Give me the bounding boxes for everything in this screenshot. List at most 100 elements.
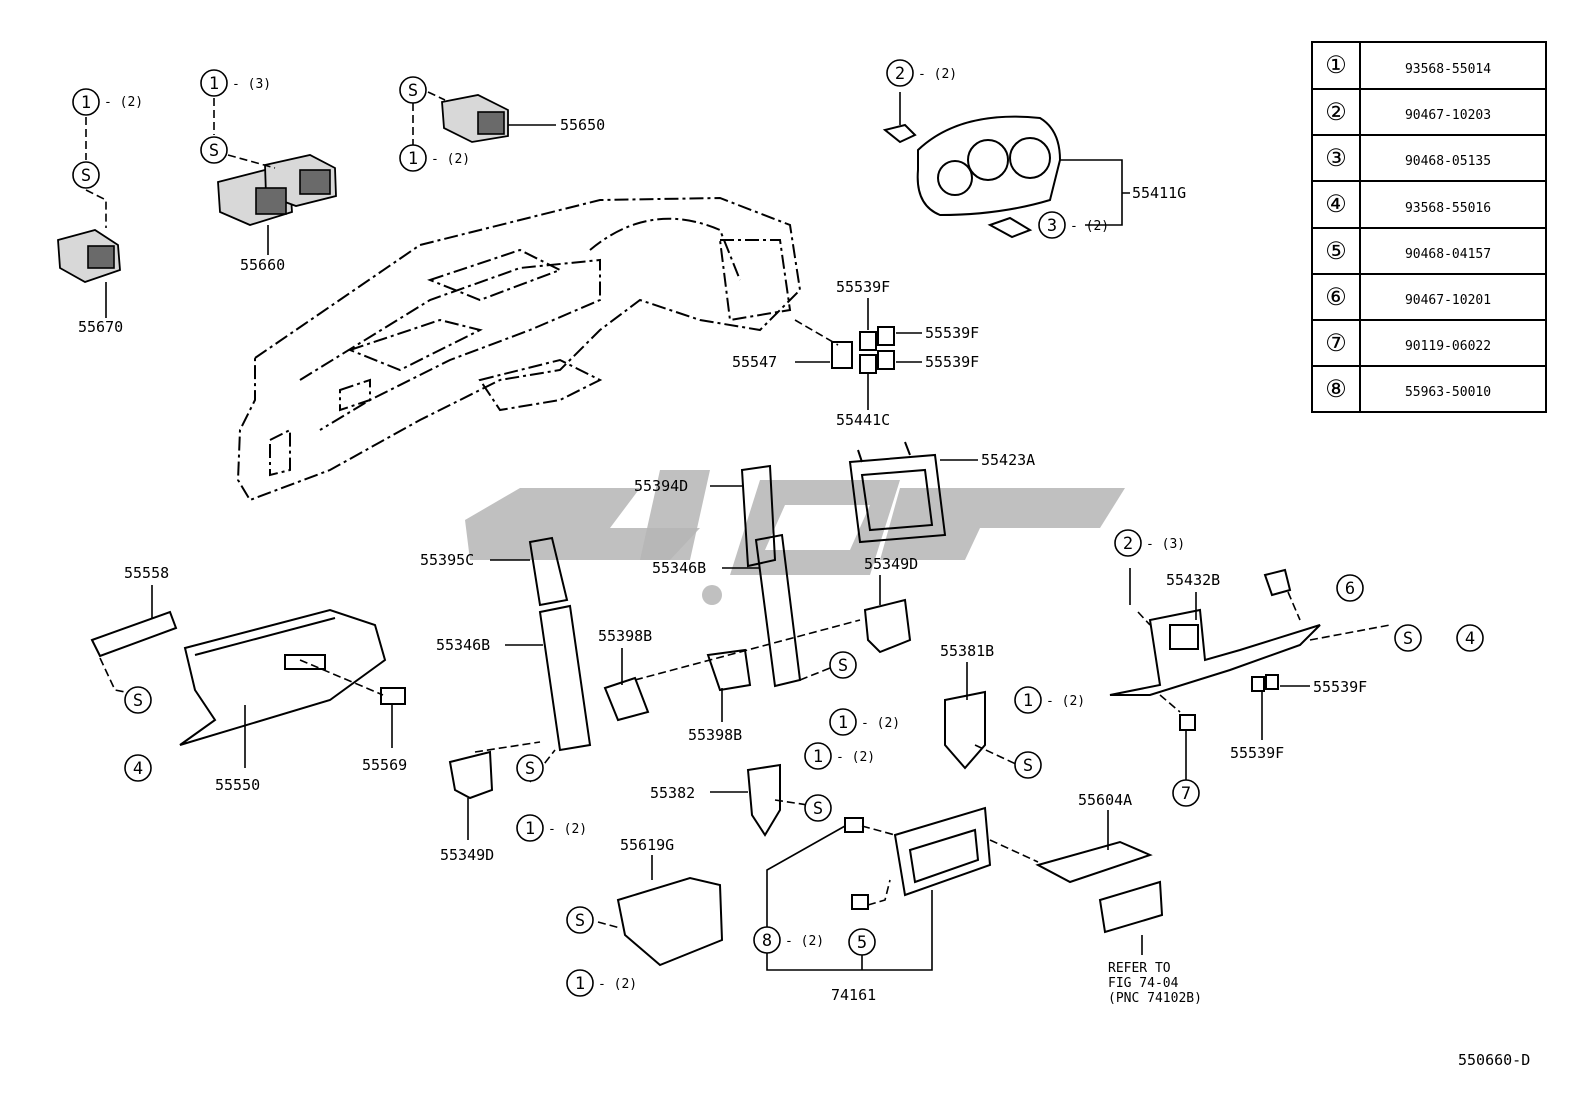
ref-2-marker: 2 [1114,529,1142,557]
part-label: 55569 [362,756,407,774]
circle-symbols: S 1 1 S S 1 2 3 S 4 S 1 S 1 1 S 1 S 2 6 … [72,59,1484,997]
table-part-no: 55963-50010 [1405,385,1491,400]
table-ref: ⑥ [1325,283,1347,311]
figure-code: 550660-D [1458,1051,1530,1069]
table-ref: ⑦ [1325,329,1347,357]
table-part-no: 93568-55014 [1405,62,1491,77]
lower-panel-55432B [1109,568,1321,731]
part-label: 55539F [1313,678,1367,696]
part-label: 55381B [940,642,994,660]
part-label: 55604A [1078,791,1132,809]
svg-text:S: S [1023,756,1033,776]
svg-text:1: 1 [813,747,823,767]
part-label: 55650 [560,116,605,134]
part-label: 55660 [240,256,285,274]
part-label: 55346B [652,559,706,577]
part-labels: 55670 55660 55650 55411G 55539F 55539F 5… [78,116,1367,1004]
ref-6-marker: 6 [1336,574,1364,602]
ref-1-marker: 1 [72,88,100,116]
console-box-55619G [616,876,724,967]
glove-box-55550 [90,608,406,746]
svg-text:- (2): - (2) [548,822,587,837]
table-ref: ② [1325,98,1347,126]
ref-2-marker: 2 [886,59,914,87]
s-marker: S [124,686,152,714]
svg-text:(PNC 74102B): (PNC 74102B) [1108,991,1202,1006]
svg-text:S: S [408,81,418,101]
center-bezel-55423A [848,441,947,544]
svg-text:- (2): - (2) [1070,219,1109,234]
s-marker: S [1394,624,1422,652]
part-label: 55382 [650,784,695,802]
part-label: 55395C [420,551,474,569]
part-label: 55539F [925,324,979,342]
s-marker: S [72,161,100,189]
ref-1-marker: 1 [200,69,228,97]
part-label: 55547 [732,353,777,371]
ref-1-marker: 1 [516,814,544,842]
part-label: 55539F [1230,744,1284,762]
quantity-labels: - (2) - (3) - (2) - (2) - (2) - (2) - (2… [104,67,1185,992]
part-label: 55550 [215,776,260,794]
ref-1-marker: 1 [566,969,594,997]
table-part-no: 90468-04157 [1405,247,1491,262]
svg-text:- (2): - (2) [104,95,143,110]
part-label: 55539F [925,353,979,371]
svg-text:- (3): - (3) [1146,537,1185,552]
table-part-no: 90467-10201 [1405,293,1491,308]
svg-text:- (3): - (3) [232,77,271,92]
svg-text:4: 4 [1465,629,1475,649]
vent-55660 [217,154,337,226]
part-label: 55558 [124,564,169,582]
table-part-no: 90467-10203 [1405,108,1491,123]
svg-text:7: 7 [1181,784,1191,804]
part-label: 55349D [864,555,918,573]
ref-1-marker: 1 [829,708,857,736]
svg-text:1: 1 [408,149,418,169]
part-label: 55432B [1166,571,1220,589]
svg-text:S: S [813,799,823,819]
svg-text:- (2): - (2) [785,934,824,949]
svg-text:S: S [838,656,848,676]
table-part-no: 90468-05135 [1405,154,1491,169]
svg-text:3: 3 [1047,216,1057,236]
ref-8-marker: 8 [753,926,781,954]
svg-text:2: 2 [895,64,905,84]
svg-text:8: 8 [762,931,772,951]
ref-1-marker: 1 [1014,686,1042,714]
svg-text:1: 1 [575,974,585,994]
svg-text:S: S [575,911,585,931]
ref-1-marker: 1 [399,144,427,172]
part-label: 55619G [620,836,674,854]
ref-4-marker: 4 [124,754,152,782]
part-label: 55398B [688,726,742,744]
svg-text:REFER TO: REFER TO [1108,961,1171,976]
part-label: 55394D [634,477,688,495]
ref-5-marker: 5 [848,928,876,956]
svg-text:- (2): - (2) [836,750,875,765]
s-marker: S [1014,751,1042,779]
s-marker: S [566,906,594,934]
svg-text:S: S [209,141,219,161]
table-ref: ① [1325,51,1347,79]
part-label: 74161 [831,986,876,1004]
part-label: 55411G [1132,184,1186,202]
svg-text:1: 1 [838,713,848,733]
svg-text:S: S [1403,629,1413,649]
part-label: 55539F [836,278,890,296]
center-cluster-74161 [844,806,1164,934]
cluster-bezel-55411G [882,115,1062,239]
svg-text:- (2): - (2) [598,977,637,992]
svg-text:1: 1 [1023,691,1033,711]
connector-lines [85,91,1391,929]
part-label: 55346B [436,636,490,654]
svg-text:S: S [133,691,143,711]
svg-text:- (2): - (2) [1046,694,1085,709]
svg-text:S: S [81,166,91,186]
svg-text:1: 1 [81,93,91,113]
vent-55670 [57,229,121,283]
svg-text:- (2): - (2) [431,152,470,167]
ref-4-marker: 4 [1456,624,1484,652]
